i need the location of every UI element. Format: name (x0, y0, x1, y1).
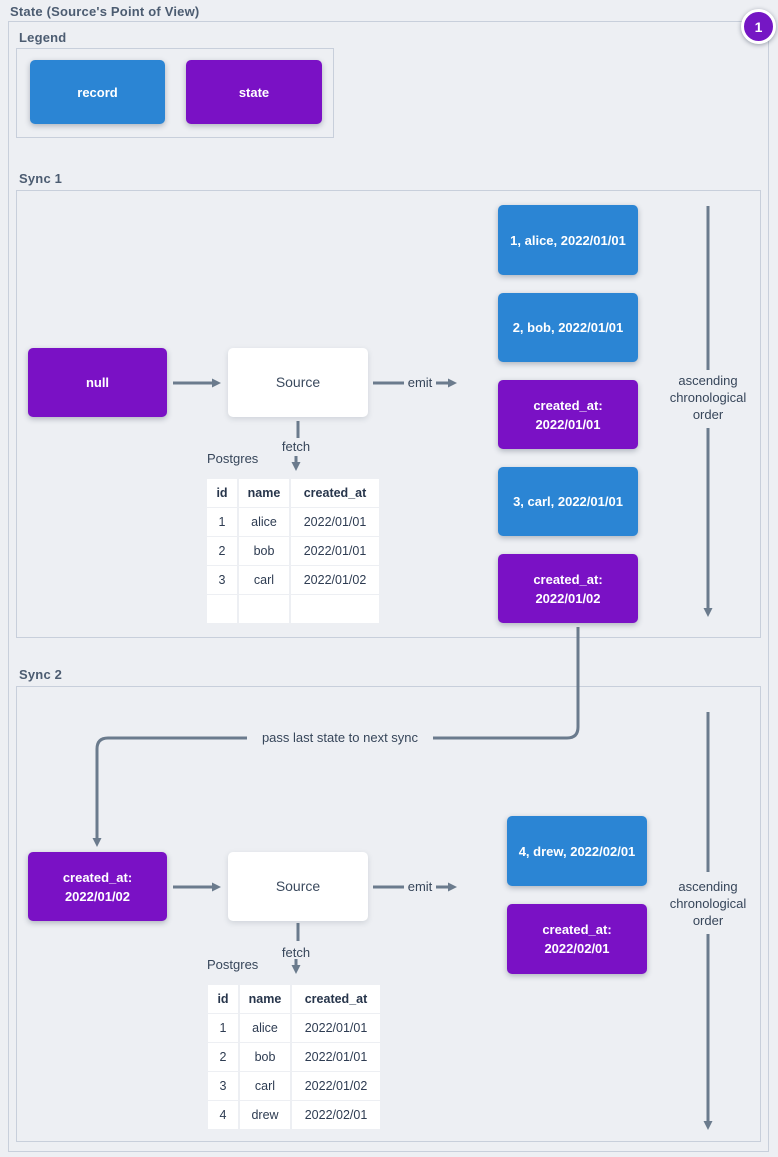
table-cell: 1 (208, 1014, 238, 1042)
table-cell: 2022/01/02 (291, 566, 379, 594)
order-note-line: chronological (669, 896, 747, 911)
legend-title: Legend (19, 30, 67, 45)
sync1-title: Sync 1 (19, 171, 63, 186)
table-cell: carl (239, 566, 289, 594)
table-header-cell: name (239, 479, 289, 507)
state-label-line1: created_at: (533, 397, 603, 413)
sync1-postgres-table: id name created_at 1 alice 2022/01/01 2 … (207, 479, 379, 623)
sync2-emitted-record-1: 4, drew, 2022/02/01 (507, 816, 647, 886)
table-cell: alice (239, 508, 289, 536)
order-note-line: order (692, 913, 724, 928)
record-label: 3, carl, 2022/01/01 (513, 494, 623, 509)
sync1-emitted-state-1: created_at: 2022/01/01 (498, 380, 638, 449)
state-label-line2: 2022/01/01 (535, 416, 601, 432)
table-header-cell: created_at (291, 479, 379, 507)
sync2-postgres-label: Postgres (207, 957, 259, 972)
table-cell: 2022/01/02 (292, 1072, 380, 1100)
table-cell: alice (240, 1014, 290, 1042)
pass-state-label: pass last state to next sync (247, 729, 433, 746)
sync1-emitted-record-2: 2, bob, 2022/01/01 (498, 293, 638, 362)
table-cell: 2 (208, 1043, 238, 1071)
table-cell: 2022/01/01 (292, 1043, 380, 1071)
sync1-emitted-state-2: created_at: 2022/01/02 (498, 554, 638, 623)
sync1-source-node: Source (228, 348, 368, 417)
sync1-postgres-label: Postgres (207, 451, 259, 466)
table-header-cell: name (240, 985, 290, 1013)
table-cell: 2022/01/01 (291, 537, 379, 565)
sync2-source-label: Source (275, 878, 321, 894)
sync1-emitted-record-3: 3, carl, 2022/01/01 (498, 467, 638, 536)
state-label-line1: created_at: (542, 922, 612, 937)
table-cell: bob (239, 537, 289, 565)
order-note-line: chronological (669, 390, 747, 405)
table-cell: 2 (207, 537, 237, 565)
sync2-order-note: ascending chronological order (643, 878, 773, 929)
outer-panel (8, 21, 769, 1152)
sync2-source-node: Source (228, 852, 368, 921)
sync2-title: Sync 2 (19, 667, 63, 682)
order-note-line: ascending (678, 879, 738, 894)
table-cell (239, 595, 289, 623)
sync2-fetch-label: fetch (281, 945, 311, 960)
state-label-line2: 2022/02/01 (544, 941, 610, 956)
legend-state-label: state (238, 84, 270, 100)
sync2-postgres-table: id name created_at 1 alice 2022/01/01 2 … (208, 985, 380, 1129)
legend-record-node: record (30, 60, 165, 124)
sync1-input-state-label: null (85, 375, 110, 390)
table-header-cell: id (208, 985, 238, 1013)
table-cell: 4 (208, 1101, 238, 1129)
table-cell: 2022/02/01 (292, 1101, 380, 1129)
sync1-fetch-label: fetch (281, 439, 311, 454)
annotation-badge-1: 1 (741, 9, 776, 44)
table-cell: carl (240, 1072, 290, 1100)
table-cell: 3 (208, 1072, 238, 1100)
sync1-input-state-node: null (28, 348, 167, 417)
sync2-emitted-state-1: created_at: 2022/02/01 (507, 904, 647, 974)
sync1-source-label: Source (275, 374, 321, 390)
table-cell: 1 (207, 508, 237, 536)
page-title: State (Source's Point of View) (10, 4, 200, 19)
annotation-badge-number: 1 (754, 18, 763, 35)
sync1-emitted-record-1: 1, alice, 2022/01/01 (498, 205, 638, 275)
legend-record-label: record (77, 84, 118, 100)
state-label-line2: 2022/01/02 (64, 888, 131, 904)
sync1-order-note: ascending chronological order (643, 372, 773, 423)
order-note-line: order (692, 407, 724, 422)
order-note-line: ascending (678, 373, 738, 388)
record-label: 4, drew, 2022/02/01 (518, 843, 636, 859)
sync2-input-state-node: created_at: 2022/01/02 (28, 852, 167, 921)
legend-panel (16, 48, 334, 138)
table-header-cell: created_at (292, 985, 380, 1013)
state-label-line1: created_at: (62, 869, 133, 885)
state-label-line2: 2022/01/02 (535, 590, 601, 606)
table-cell: 3 (207, 566, 237, 594)
sync1-emit-label: emit (407, 375, 433, 390)
legend-state-node: state (186, 60, 322, 124)
record-label: 2, bob, 2022/01/01 (512, 320, 624, 335)
record-label: 1, alice, 2022/01/01 (510, 232, 626, 248)
table-cell: 2022/01/01 (292, 1014, 380, 1042)
table-header-cell: id (207, 479, 237, 507)
state-label-line1: created_at: (533, 571, 603, 587)
table-cell: 2022/01/01 (291, 508, 379, 536)
table-cell: bob (240, 1043, 290, 1071)
sync2-emit-label: emit (407, 879, 433, 894)
table-cell (207, 595, 237, 623)
table-cell: drew (240, 1101, 290, 1129)
table-cell (291, 595, 379, 623)
